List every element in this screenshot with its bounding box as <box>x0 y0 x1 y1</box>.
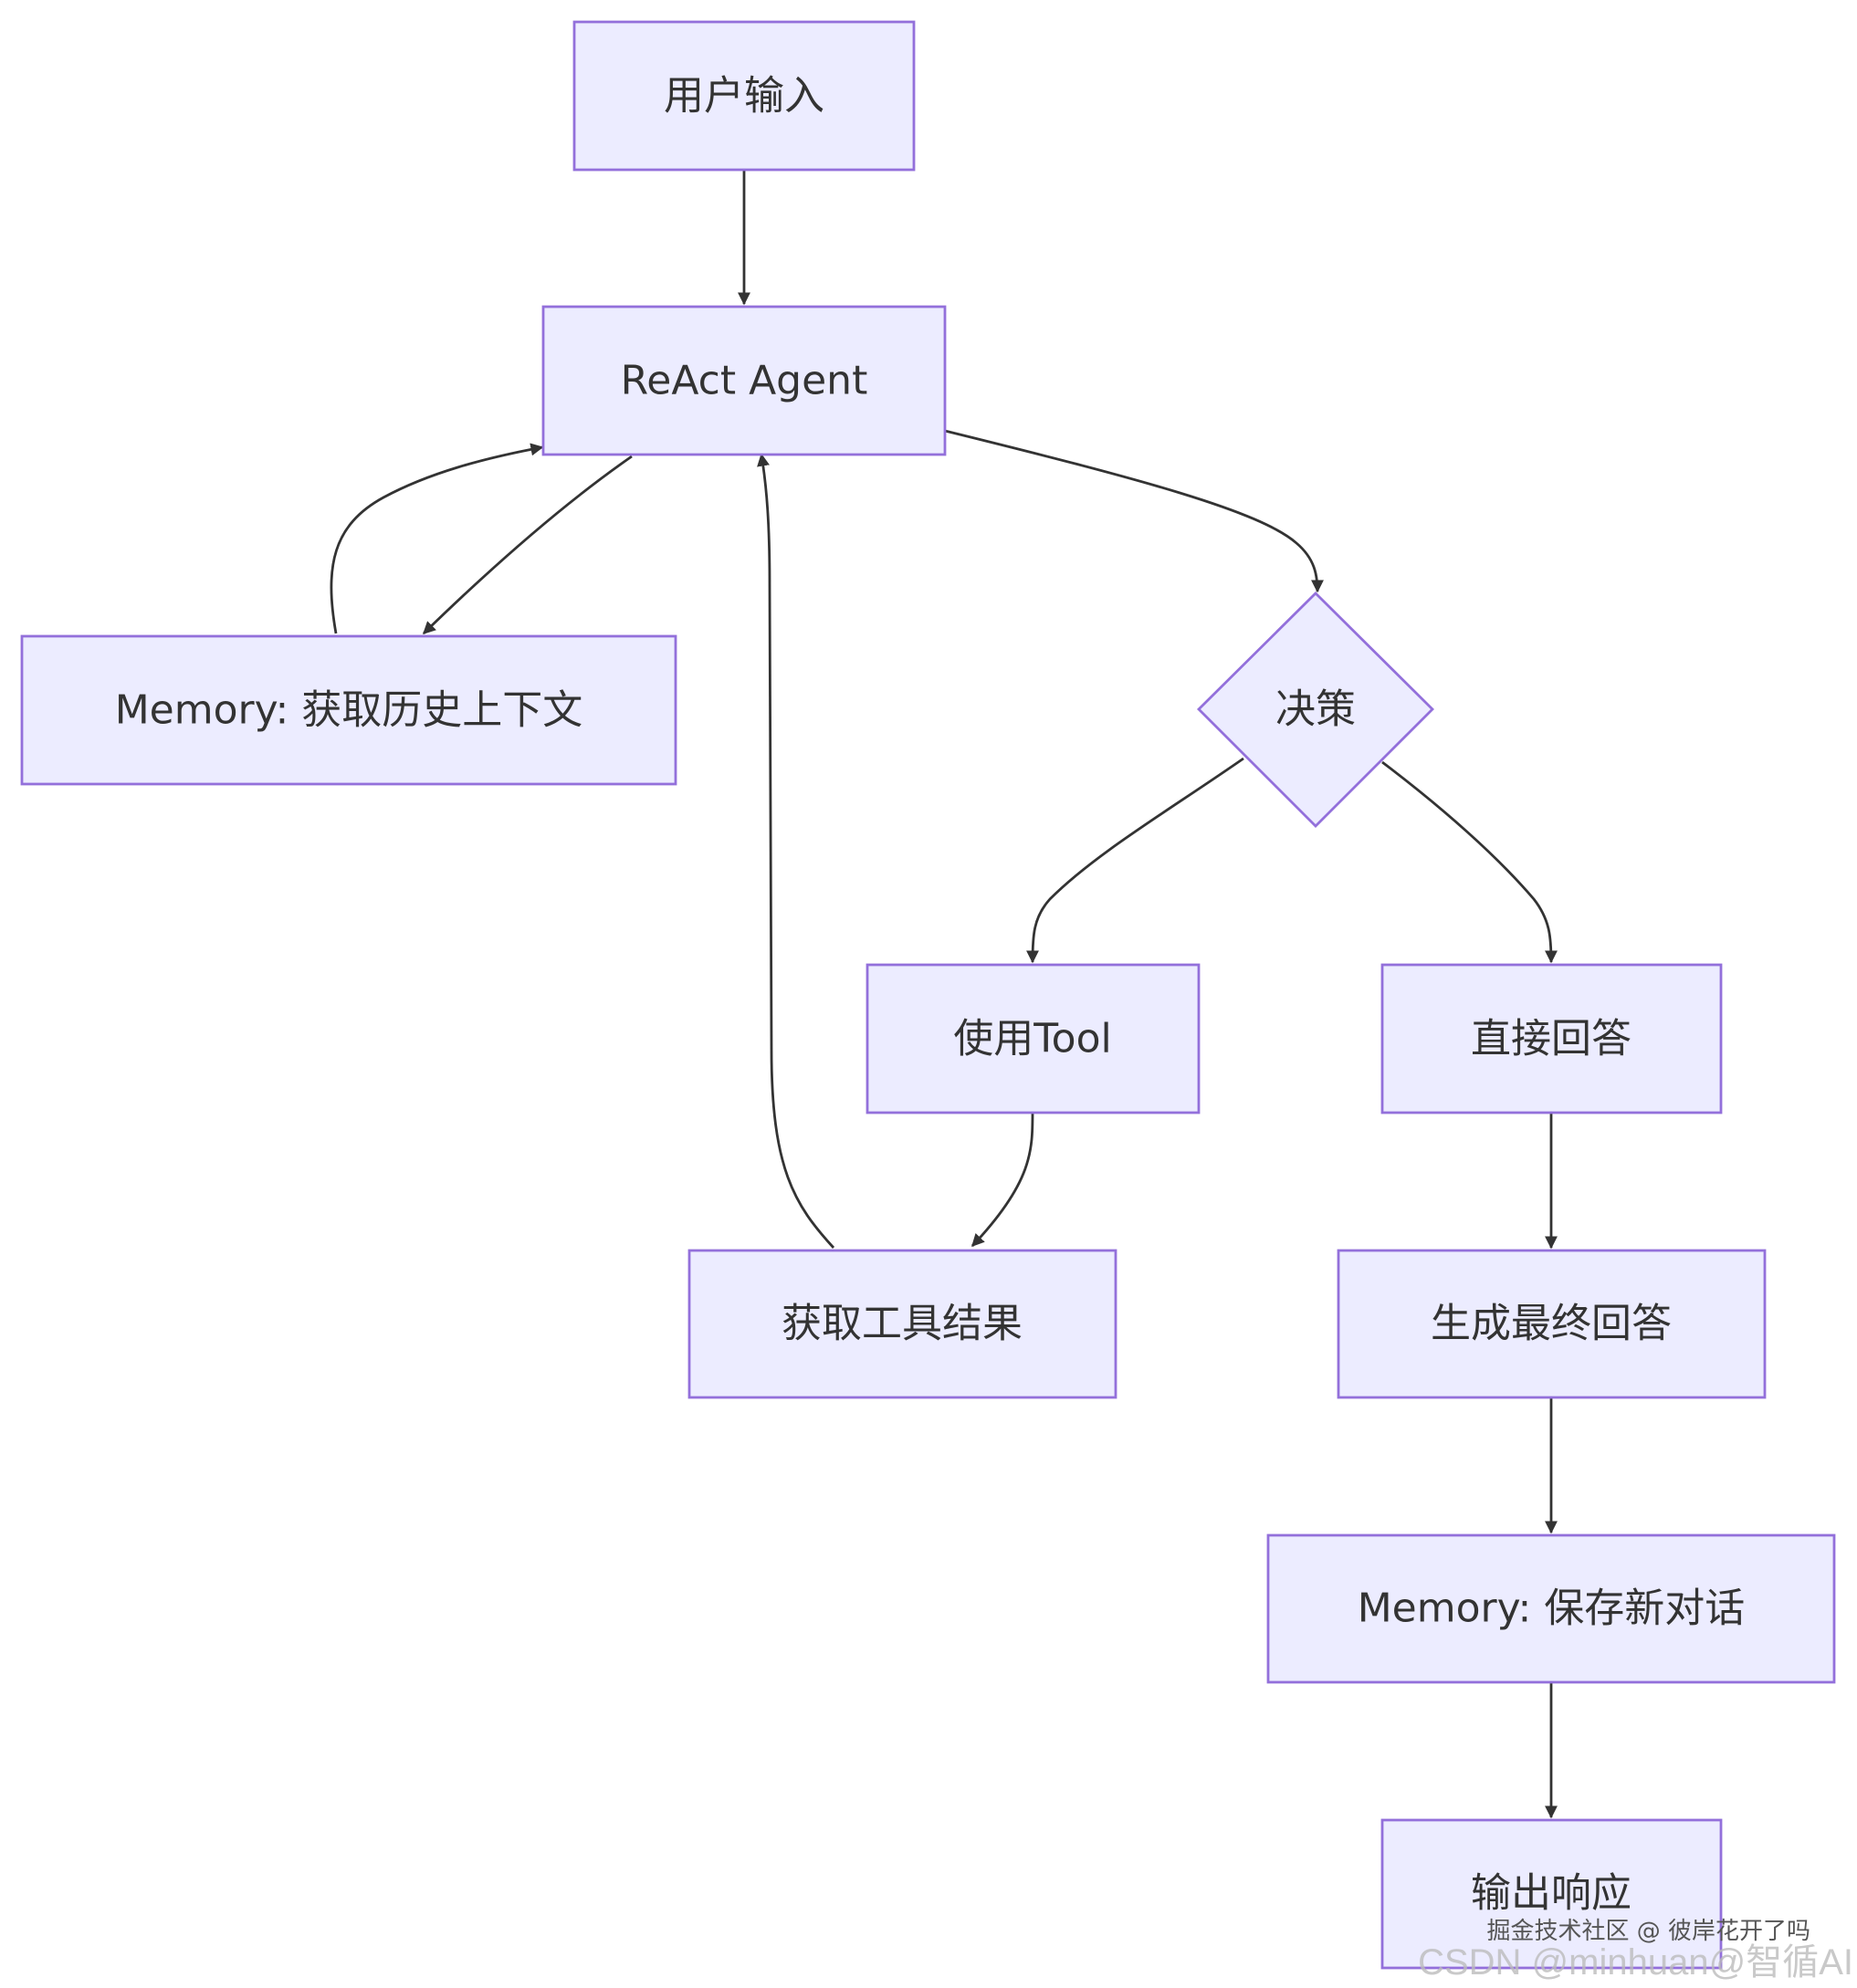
node-memory-save-label: Memory: 保存新对话 <box>1358 1585 1746 1632</box>
node-decision-label: 决策 <box>1275 686 1356 733</box>
node-memory-fetch-box <box>20 634 677 786</box>
node-react-agent-label: ReAct Agent <box>621 358 868 404</box>
node-tool-result: 获取工具结果 <box>687 1249 1117 1399</box>
node-user-input: 用户输入 <box>572 20 916 172</box>
edge-decision-to-direct-answer <box>1381 760 1558 964</box>
node-direct-answer: 直接回答 <box>1380 963 1723 1114</box>
node-user-input-label: 用户输入 <box>664 73 824 120</box>
node-output: 输出响应 <box>1380 1818 1723 1970</box>
node-output-box <box>1380 1818 1723 1970</box>
node-memory-save: Memory: 保存新对话 <box>1266 1533 1836 1684</box>
node-use-tool: 使用Tool <box>866 963 1201 1114</box>
node-use-tool-label: 使用Tool <box>953 1016 1111 1062</box>
node-direct-answer-box <box>1380 963 1723 1114</box>
edges <box>330 170 1558 1819</box>
edge-use-tool-to-tool-result <box>970 1111 1034 1248</box>
node-decision-diamond <box>1197 591 1434 828</box>
edge-memory-fetch-to-agent <box>330 443 544 634</box>
node-final-answer: 生成最终回答 <box>1337 1249 1767 1399</box>
watermark: 掘金技术社区 @ 彼岸花开了吗 CSDN @minhuan@智循AI <box>1418 1918 1853 1983</box>
node-direct-answer-label: 直接回答 <box>1471 1016 1631 1062</box>
node-decision: 决策 <box>1197 591 1434 828</box>
node-tool-result-label: 获取工具结果 <box>782 1301 1023 1347</box>
watermark-juejin: 掘金技术社区 @ 彼岸花开了吗 <box>1486 1918 1810 1945</box>
node-final-answer-box <box>1337 1249 1767 1399</box>
node-user-input-box <box>572 20 916 172</box>
node-tool-result-box <box>687 1249 1117 1399</box>
edge-agent-to-memory-fetch <box>422 455 633 635</box>
edge-agent-to-decision <box>944 429 1324 593</box>
watermark-csdn: CSDN @minhuan@智循AI <box>1418 1942 1853 1983</box>
node-react-agent: ReAct Agent <box>541 305 947 456</box>
edge-decision-to-use-tool <box>1026 757 1244 964</box>
node-use-tool-box <box>866 963 1201 1114</box>
node-final-answer-label: 生成最终回答 <box>1431 1301 1672 1347</box>
edge-tool-result-to-agent <box>757 453 835 1249</box>
node-memory-fetch-label: Memory: 获取历史上下文 <box>115 687 583 734</box>
node-output-label: 输出响应 <box>1471 1870 1631 1917</box>
node-memory-save-box <box>1266 1533 1836 1684</box>
node-react-agent-box <box>541 305 947 456</box>
node-memory-fetch: Memory: 获取历史上下文 <box>20 634 677 786</box>
